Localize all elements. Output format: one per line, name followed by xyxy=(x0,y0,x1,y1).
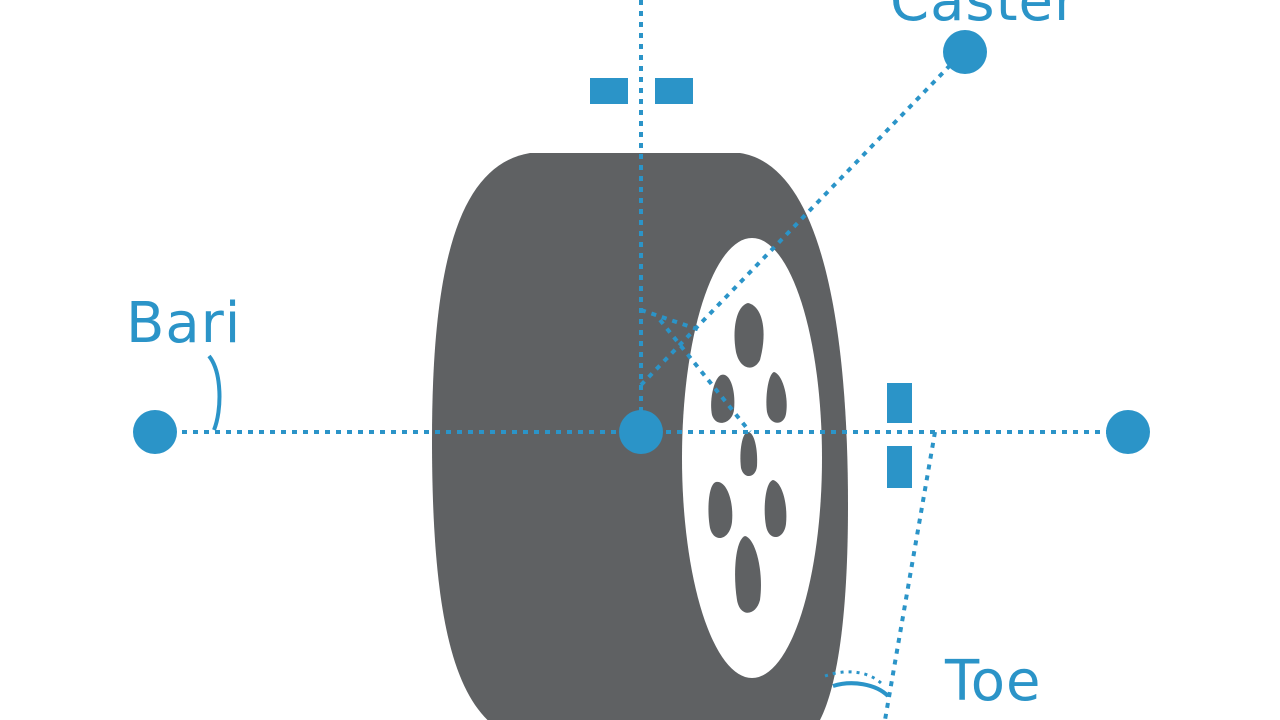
toe-angle-line xyxy=(883,431,937,720)
reference-lines xyxy=(160,0,1125,720)
wheel-center-dot xyxy=(619,410,663,454)
spoke-hub xyxy=(740,432,758,477)
camber-label: Bari xyxy=(126,291,241,356)
caster-marker-left xyxy=(590,78,628,104)
reference-points xyxy=(133,30,1150,454)
spoke-mid-left xyxy=(708,481,733,539)
alignment-markers xyxy=(590,78,912,488)
camber-endpoint-dot xyxy=(133,410,177,454)
toe-arc-dots xyxy=(824,670,884,686)
camber-arc xyxy=(207,354,222,431)
toe-marker-bottom xyxy=(887,446,912,488)
caster-inner-line-b xyxy=(658,318,752,434)
right-endpoint-dot xyxy=(1106,410,1150,454)
spoke-mid-right xyxy=(764,480,787,538)
toe-marker-top xyxy=(887,383,912,423)
caster-endpoint-dot xyxy=(943,30,987,74)
toe-label: Toe xyxy=(944,649,1041,714)
caster-label: Caster xyxy=(890,0,1078,34)
spoke-upper-right xyxy=(766,372,787,423)
spoke-bottom xyxy=(735,536,761,613)
toe-arc xyxy=(832,681,890,698)
caster-marker-right xyxy=(655,78,693,104)
spoke-top xyxy=(734,303,764,368)
